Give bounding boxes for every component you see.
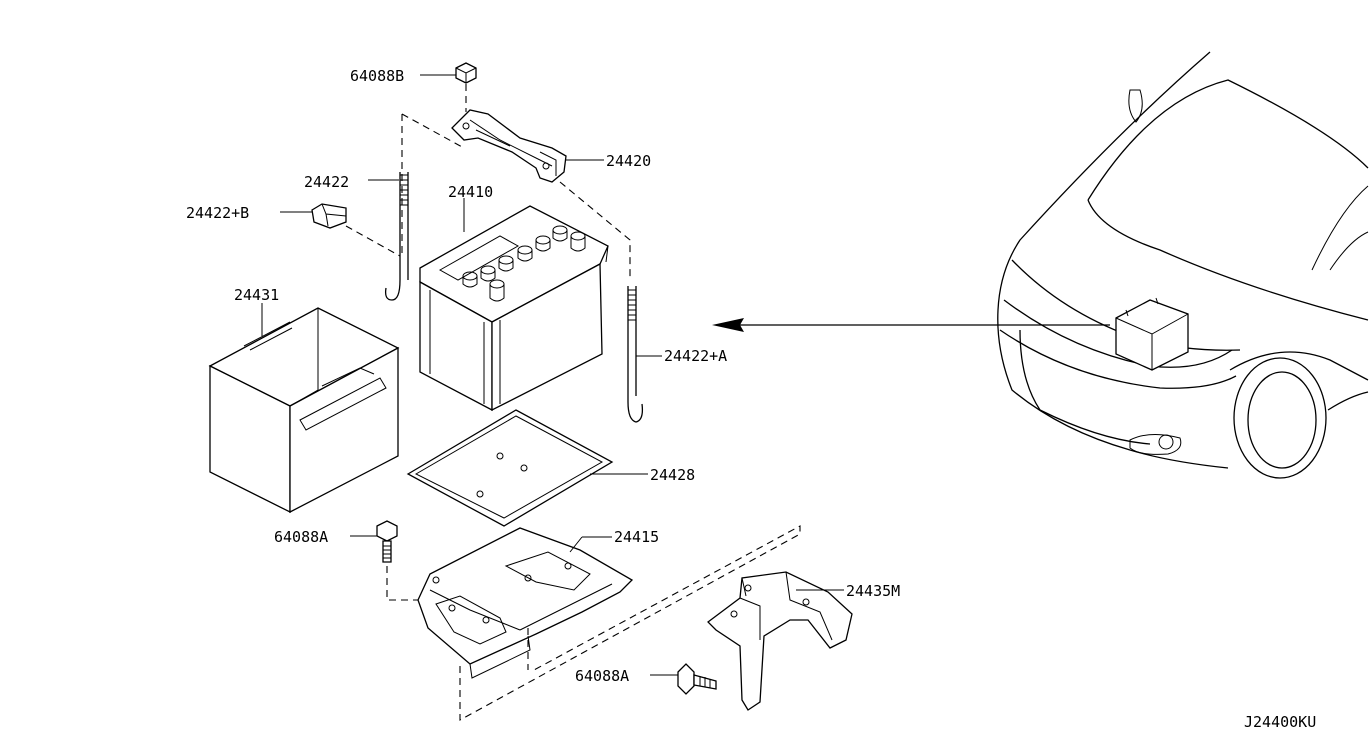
bracket-24420	[451, 109, 567, 183]
label-64088a-top: 64088A	[274, 528, 328, 546]
frame-24415	[417, 527, 634, 679]
label-24420: 24420	[606, 152, 651, 170]
label-24422a: 24422+A	[664, 347, 727, 365]
label-24422b: 24422+B	[186, 204, 249, 222]
tray-24428	[406, 409, 614, 527]
support-24435m	[707, 571, 853, 711]
clip-24422b	[311, 203, 347, 229]
bolt-64088b	[455, 62, 477, 112]
label-24422: 24422	[304, 173, 349, 191]
rod-24422a	[627, 286, 644, 423]
location-arrow	[712, 318, 1110, 332]
label-24410: 24410	[448, 183, 493, 201]
battery-24410	[419, 205, 609, 412]
bolt-64088a-top	[376, 520, 398, 563]
bolt-64088a-bottom	[677, 663, 717, 695]
rod-24422	[384, 172, 409, 301]
label-24428: 24428	[650, 466, 695, 484]
label-24435m: 24435M	[846, 582, 900, 600]
label-64088b: 64088B	[350, 67, 404, 85]
label-64088a-bottom: 64088A	[575, 667, 629, 685]
label-24415: 24415	[614, 528, 659, 546]
cover-24431	[208, 307, 400, 514]
vehicle-front-view	[997, 51, 1369, 479]
label-24431: 24431	[234, 286, 279, 304]
diagram-code: J24400KU	[1244, 713, 1316, 731]
